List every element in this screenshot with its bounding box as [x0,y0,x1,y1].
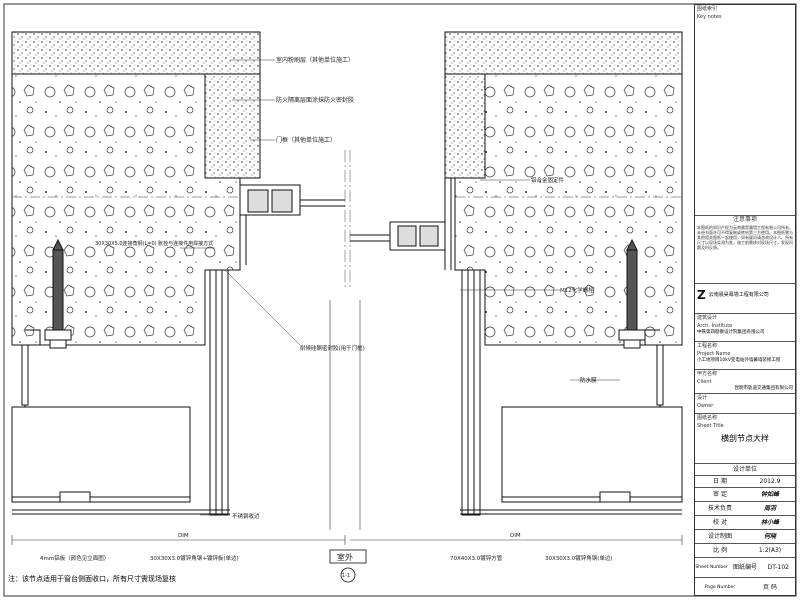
design-unit: 设计单位 [732,465,757,473]
architect-cell: 建筑设计 Arch. Institute 中铁第四勘察设计院集团有限公司 [695,313,795,341]
design-en: Owner [697,403,714,409]
designer-cell: 设计制图 何晓 [695,529,795,543]
company-name: 云南晨昊幕墙工程有限公司 [708,292,769,298]
signature-3: 林小峰 [760,518,779,526]
design-unit-cell: 设计单位 [695,463,795,475]
title-block: 图纸索引 Key notes 注意事项 本图纸的知识产权为云南晨昊幕墙工程有限公… [694,4,796,596]
drawing-title-en: Sheet Title [697,423,724,429]
client-cn: 甲方名称 [697,371,718,377]
door-frame-right [350,178,452,270]
date-val: 2012.9 [759,477,781,485]
page-cell: Page Number 页 码 [695,577,795,597]
check-cell: 校 对 林小峰 [695,515,795,529]
signature-2: 周羽 [763,504,776,512]
right-cladding [460,269,683,516]
room-label-box [329,549,367,564]
signature-4: 何晓 [763,532,776,540]
right-anchor [618,238,664,411]
project-cn: 工程名称 [697,343,718,349]
label-door-frame: 门框（其他单位施工） [276,136,336,144]
sheet-no-cell: Sheet Number 图纸编号 DT-102 [695,557,795,577]
page-label: 页 码 [763,583,777,591]
label-plaster: 室内粉刷层（其他单位施工） [276,56,354,64]
review-label: 审 定 [713,490,727,498]
architect-cn: 建筑设计 [697,315,718,321]
section-symbol [340,567,356,583]
key-plan-cell: 图纸索引 Key notes [695,5,795,215]
sheet-no-label: 图纸编号 [732,563,757,571]
sheet-no-en: Sheet Number [695,564,728,570]
tech-label: 技术负责 [707,504,732,512]
scale-val: 1:2(A3) [758,546,782,554]
client-en: Client [697,379,712,385]
drawing-title-cell: 图纸名称 Sheet Title 横剖节点大样 [695,413,795,463]
dim-right-text: DIM [510,533,521,539]
label-bottom-right2: 30X30X3.0镀锌角钢(单边) [545,554,613,562]
door-frame-left [239,184,345,265]
design-cn: 设计 [697,395,708,401]
project-cell: 工程名称 Project Name 小工地项目10kV变电站外墙幕墙装修工程 [695,341,795,369]
page-en: Page Number [704,584,736,590]
check-label: 校 对 [713,518,727,526]
drawing-note: 注：该节点适用于窗台侧面收口，所有尺寸需现场复核 [8,575,176,583]
drawing-title-val: 横剖节点大样 [721,434,769,443]
left-wall [11,31,261,346]
label-bottom-left: 4mm铝板（颜色见立面图） [40,554,109,562]
architect-en: Arch. Institute [697,323,733,329]
design-cell: 设计 Owner [695,393,795,413]
label-anchor-bolt: M12化学螺栓 [560,286,594,294]
dim-left-text: DIM [178,533,189,539]
label-sealant-top: 耐候硅酮密封胶(用于门框) [300,344,365,352]
section-label: 1-1 [342,573,350,579]
date-label: 日 期 [713,477,727,485]
date-cell: 日 期 2012.9 [695,475,795,487]
scale-label: 比 例 [713,546,727,554]
notice-body: 本图纸的知识产权为云南晨昊幕墙工程有限公司所有，未经书面许可不得复制或转给第三方… [697,225,793,250]
tech-cell: 技术负责 周羽 [695,501,795,515]
client-val: 昆明市轨道交通集团有限公司 [734,386,794,391]
signature-1: 钟如峰 [760,490,779,498]
review-cell: 审 定 钟如峰 [695,487,795,501]
label-fire-sealant: 防火隔离层面涂抹防火密封胶 [276,96,354,104]
label-weather-seal: 防水膜 [580,376,597,384]
label-steel-anchor: 30X30X5.0连接角钢(L=0) 胀栓与连接件用焊接方式 [95,240,213,247]
client-cell: 甲方名称 Client 昆明市轨道交通集团有限公司 [695,369,795,393]
designer-label: 设计制图 [707,532,732,540]
label-bottom-right1: 70X40X3.0镀锌方管 [450,554,503,562]
label-bottom-mid: 30X30X3.0镀锌角钢+镀锌板(单边) [150,554,239,562]
key-plan-en: Key notes [697,14,722,20]
company-logo: Z [697,288,706,302]
leader-lines [180,59,620,516]
label-bottom-seal: 不锈钢收边 [232,512,260,520]
company-cell: Z 云南晨昊幕墙工程有限公司 [695,283,795,313]
notice-cell: 注意事项 本图纸的知识产权为云南晨昊幕墙工程有限公司所有，未经书面许可不得复制或… [695,215,795,283]
right-wall [444,31,683,346]
key-plan-cn: 图纸索引 [697,6,718,12]
sheet-no-val: DT-102 [767,563,789,571]
room-label: 室外 [337,552,353,562]
project-en: Project Name [697,351,731,357]
architect-val: 中铁第四勘察设计院集团有限公司 [697,330,765,335]
drawing-title-cn: 图纸名称 [697,415,718,421]
project-val: 小工地项目10kV变电站外墙幕墙装修工程 [697,358,781,363]
label-profile: 铝合金固定件 [531,176,565,184]
left-anchor [21,238,72,411]
scale-cell: 比 例 1:2(A3) [695,543,795,557]
dimension-lines [11,300,683,545]
notice-title: 注意事项 [732,216,757,223]
